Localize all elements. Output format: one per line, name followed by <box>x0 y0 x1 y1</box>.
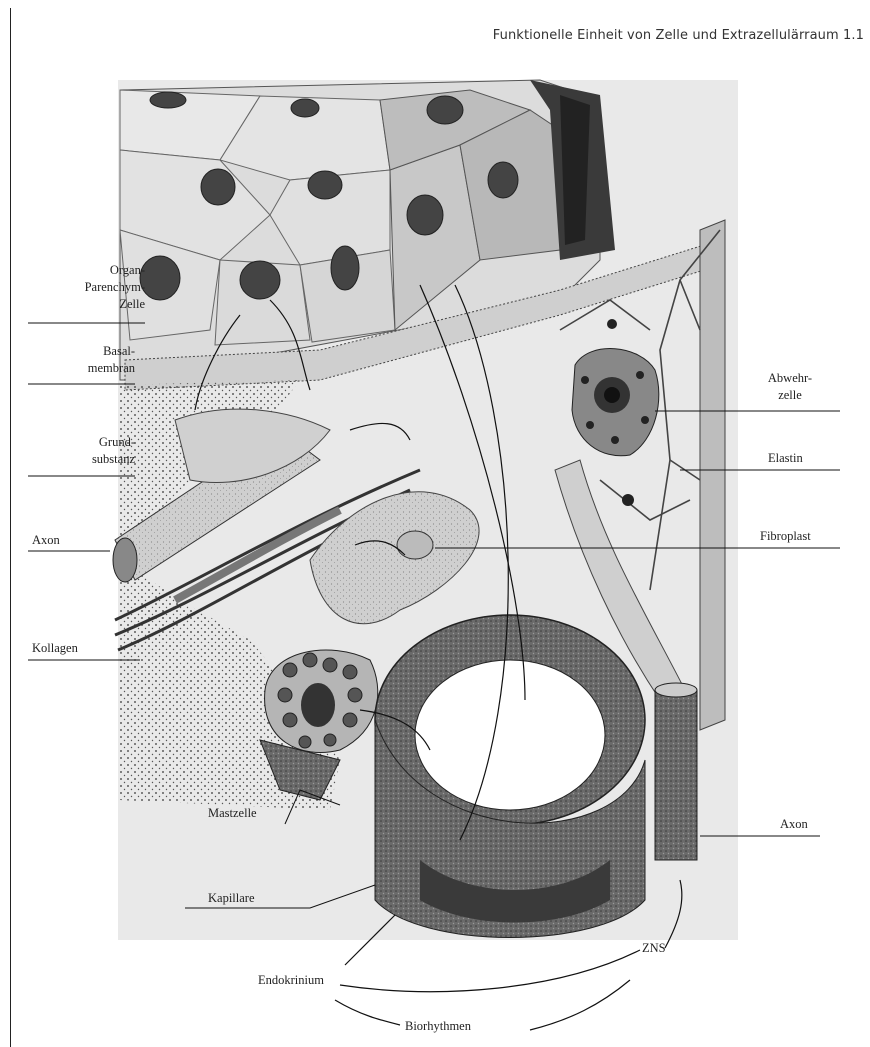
label-abwehrzelle: Abwehr- zelle <box>745 370 835 404</box>
label-endokrinium: Endokrinium <box>258 972 324 989</box>
label-line: Zelle <box>40 296 145 313</box>
label-biorhythmen: Biorhythmen <box>405 1018 471 1035</box>
label-kollagen: Kollagen <box>32 640 78 657</box>
label-line: Basal- <box>40 343 135 360</box>
defence-cell-shape <box>572 349 659 456</box>
right-block <box>700 220 725 730</box>
label-axon-left: Axon <box>32 532 60 549</box>
label-line: Parenchym- <box>40 279 145 296</box>
label-grundsubstanz: Grund- substanz <box>40 434 135 468</box>
label-kapillare: Kapillare <box>208 890 255 907</box>
label-elastin: Elastin <box>768 450 803 467</box>
label-line: Grund- <box>40 434 135 451</box>
label-organ-parenchym-zelle: Organ- Parenchym- Zelle <box>40 262 145 313</box>
label-axon-right: Axon <box>780 816 808 833</box>
label-mastzelle: Mastzelle <box>208 805 257 822</box>
label-line: Organ- <box>40 262 145 279</box>
label-fibroplast: Fibroplast <box>760 528 811 545</box>
label-line: zelle <box>745 387 835 404</box>
label-basalmembran: Basal- membran <box>40 343 135 377</box>
label-zns: ZNS <box>642 940 666 957</box>
label-line: membran <box>40 360 135 377</box>
capillary-shape <box>375 615 645 938</box>
label-line: Abwehr- <box>745 370 835 387</box>
label-line: substanz <box>40 451 135 468</box>
